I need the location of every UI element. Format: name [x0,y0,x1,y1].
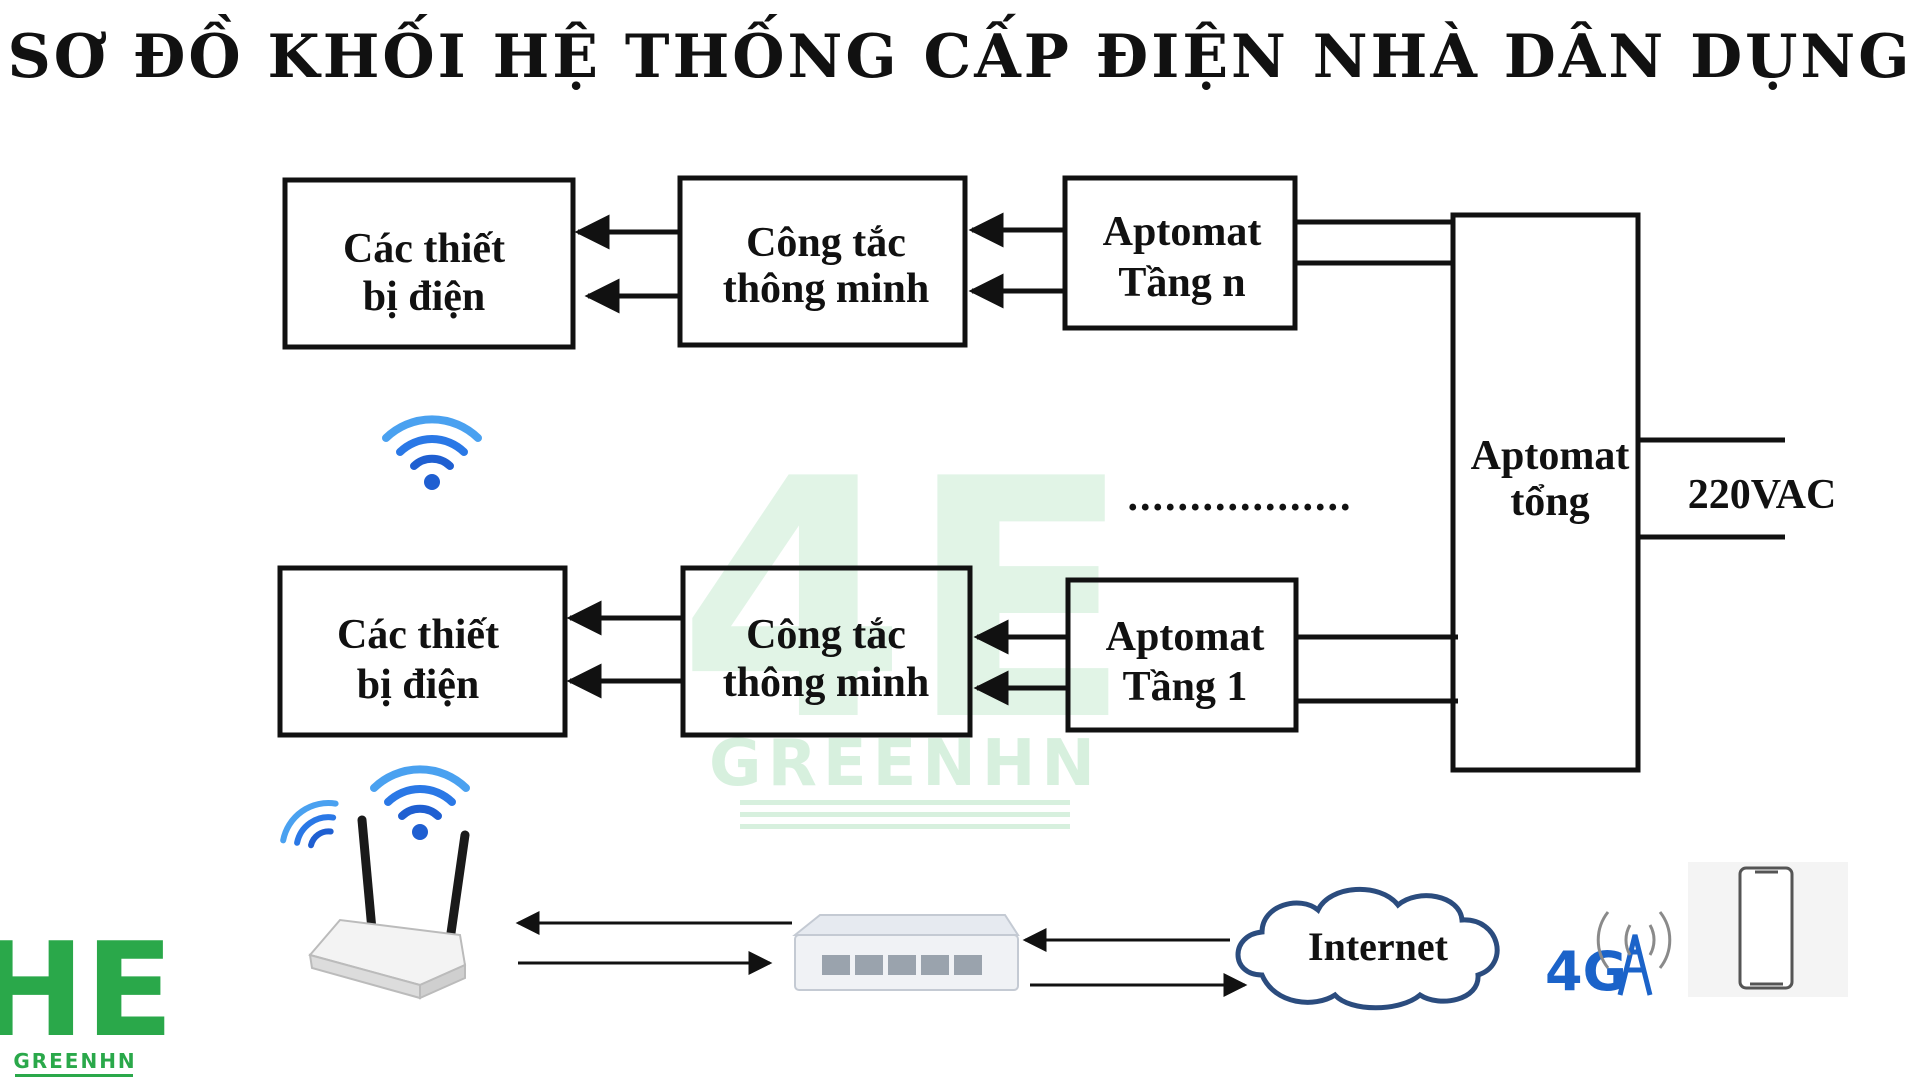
logo-mark: HE [0,914,174,1066]
block-switch-bottom: Công tắc thông minh [680,565,973,738]
block-main-breaker: Aptomat tổng [1450,212,1641,773]
devices-top-line2: bị điện [363,274,486,320]
network-switch-icon [792,914,1020,991]
cell-tower-icon: 4G [1545,911,1672,1003]
breaker-n-line2: Tầng n [1118,260,1245,306]
devices-bottom-line2: bị điện [357,662,480,708]
supply-lines [1638,437,1785,540]
ellipsis: .................. [1128,474,1353,520]
arrows-bottom [566,600,1458,706]
router-icon [308,815,470,1000]
arrows-top [574,212,1453,314]
cloud-icon: Internet [1235,886,1500,1011]
arrows-switch-internet [1022,928,1248,997]
block-switch-top: Công tắc thông minh [677,175,968,348]
wifi-icon [382,415,482,490]
main-breaker-line2: tổng [1510,479,1589,525]
devices-bottom-line1: Các thiết [337,612,499,658]
supply-label: 220VAC [1688,472,1837,518]
switch-bottom-line2: thông minh [723,660,930,706]
watermark: 4E GREENHN [677,409,1133,829]
switch-top-line2: thông minh [723,266,930,312]
wifi-icon [280,800,339,849]
devices-top-line1: Các thiết [343,226,505,272]
arrows-router-switch [515,911,792,975]
smartphone-icon [1688,862,1848,997]
switch-bottom-line1: Công tắc [746,612,906,658]
breaker-n-line1: Aptomat [1103,209,1262,255]
wifi-icon [370,765,470,840]
page-title: SƠ ĐỒ KHỐI HỆ THỐNG CẤP ĐIỆN NHÀ DÂN DỤN… [7,22,1913,92]
breaker-1-line2: Tầng 1 [1123,664,1248,710]
logo-text: GREENHN [13,1049,136,1073]
watermark-text: GREENHN [709,727,1101,801]
block-breaker-1: Aptomat Tầng 1 [1065,577,1299,733]
block-devices-bottom: Các thiết bị điện [277,565,568,738]
switch-top-line1: Công tắc [746,220,906,266]
watermark-mark: 4E [677,409,1132,793]
internet-label: Internet [1308,924,1449,969]
main-breaker-line1: Aptomat [1471,433,1630,479]
brand-logo: HE GREENHN [0,914,174,1077]
breaker-1-line1: Aptomat [1106,614,1265,660]
mobile-label: 4G [1545,940,1627,1003]
block-devices-top: Các thiết bị điện [282,177,576,350]
block-breaker-n: Aptomat Tầng n [1062,175,1298,331]
